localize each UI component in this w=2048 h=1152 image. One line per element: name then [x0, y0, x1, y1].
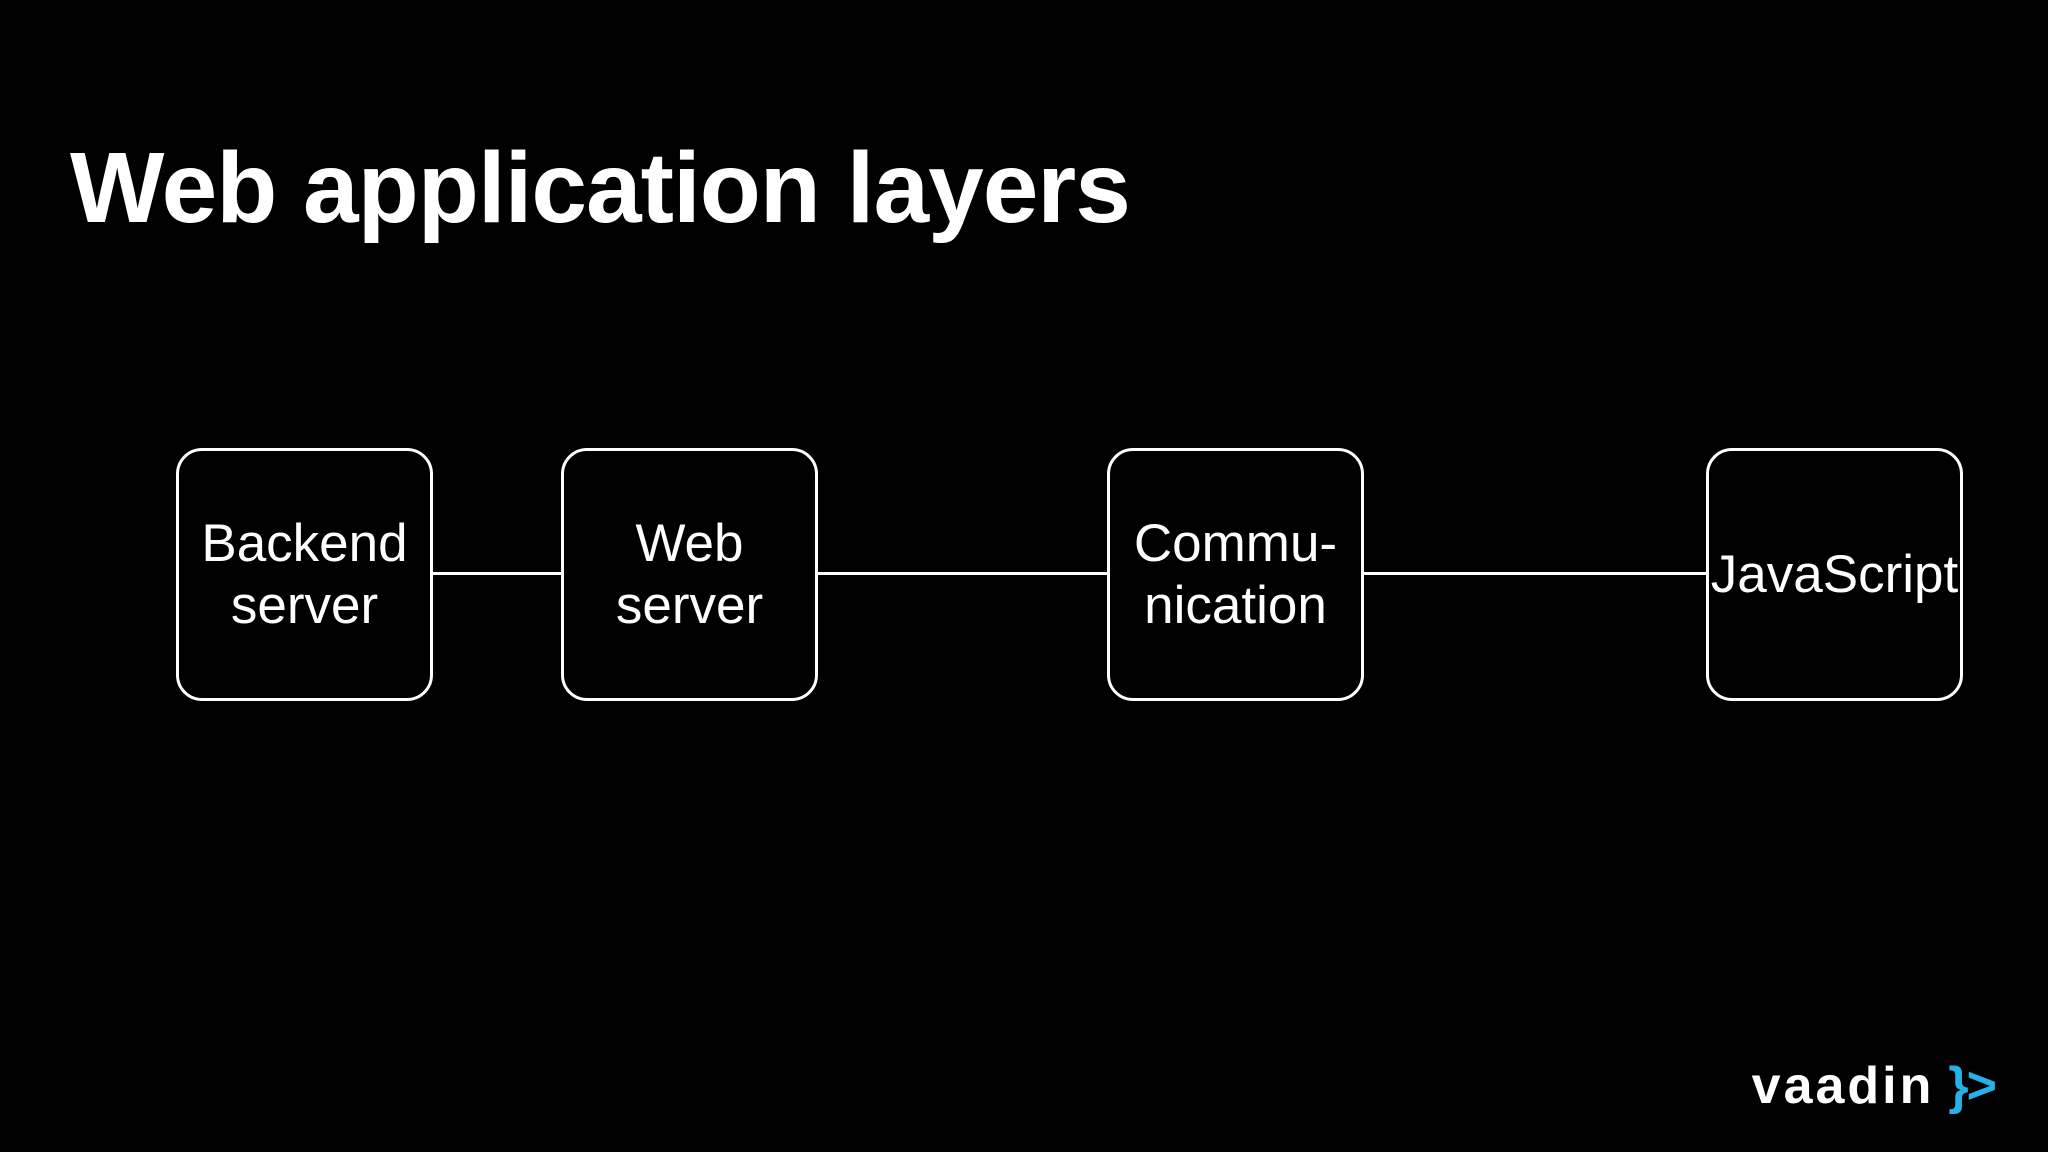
node-backend-server: Backend server [176, 448, 433, 701]
node-backend-server-label: Backend server [201, 513, 408, 635]
vaadin-wordmark: vaadin [1751, 1057, 1935, 1115]
vaadin-chevron-icon: }> [1948, 1057, 1997, 1115]
node-web-server: Web server [561, 448, 818, 701]
node-communication: Commu- nication [1107, 448, 1364, 701]
vaadin-logo: vaadin }> [1751, 1056, 1997, 1116]
connector-backend-to-web [430, 572, 566, 575]
node-communication-label: Commu- nication [1133, 513, 1338, 635]
connector-web-to-communication [815, 572, 1111, 575]
node-javascript-label: JavaScript [1710, 544, 1959, 604]
node-web-server-label: Web server [615, 513, 764, 635]
connector-communication-to-javascript [1361, 572, 1711, 575]
slide-title: Web application layers [70, 132, 1131, 244]
node-javascript: JavaScript [1706, 448, 1963, 701]
